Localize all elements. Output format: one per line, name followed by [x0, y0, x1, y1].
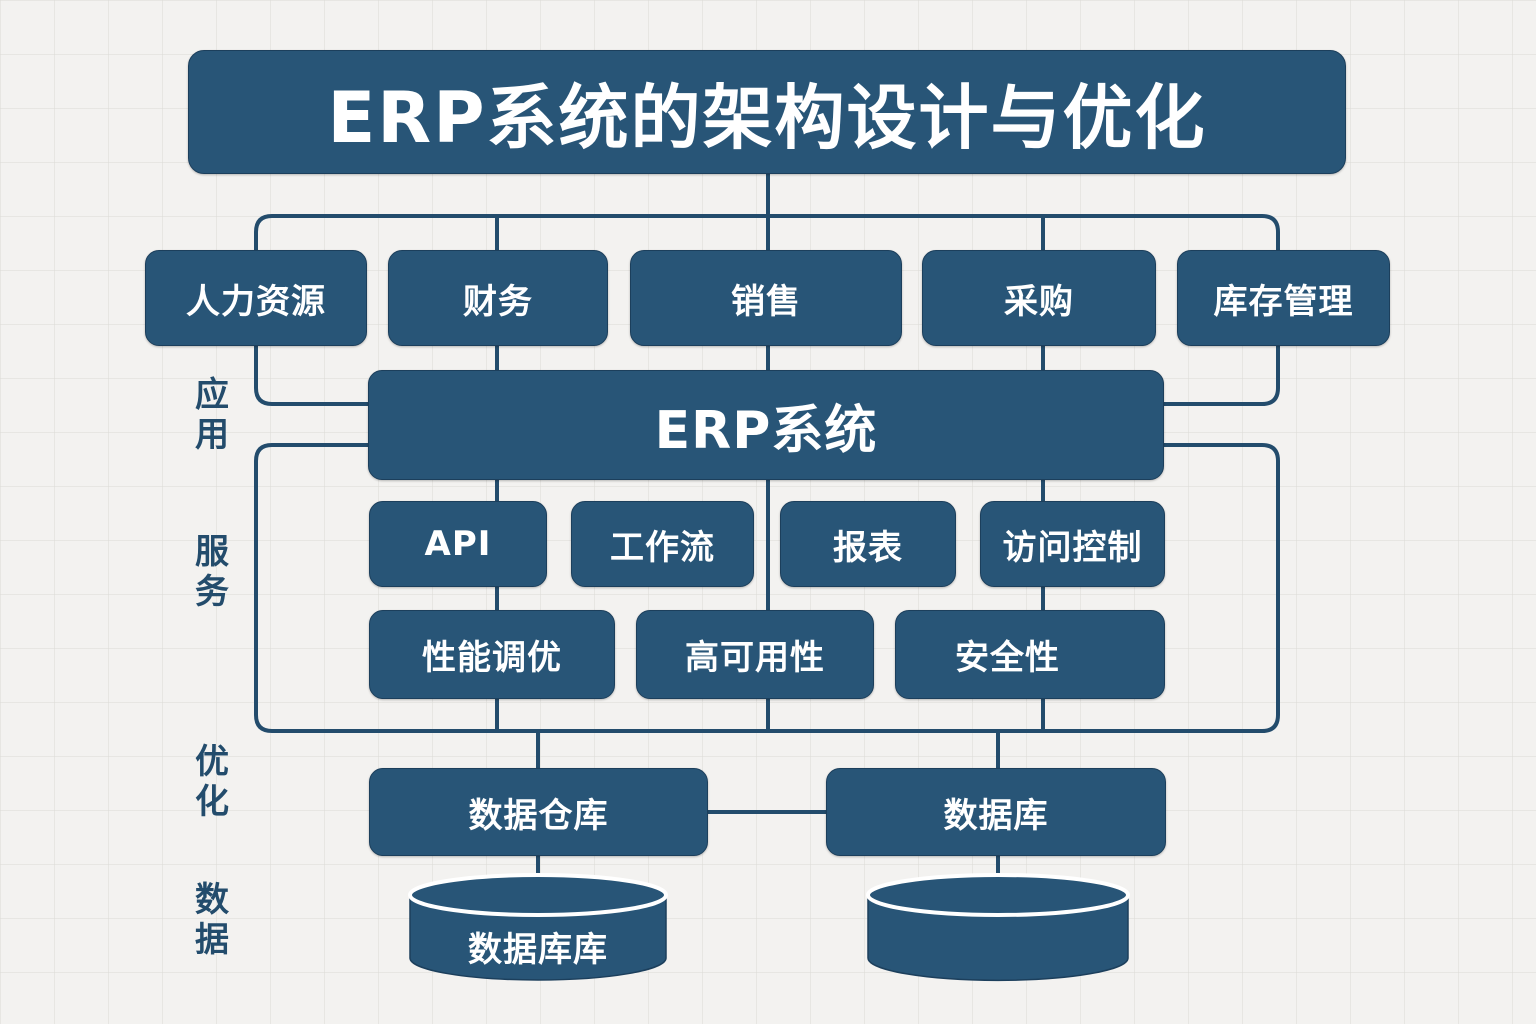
- side-label-optimization: 优化: [195, 742, 229, 822]
- diagram-title: ERP系统的架构设计与优化: [188, 50, 1346, 174]
- opt-performance[interactable]: 性能调优: [369, 610, 615, 699]
- service-api-label: API: [424, 524, 492, 564]
- database-box[interactable]: 数据库: [826, 768, 1166, 856]
- service-access-control[interactable]: 访问控制: [980, 501, 1165, 587]
- cylinder-left-label: 数据库库: [468, 930, 608, 970]
- side-label-services: 服务: [195, 532, 229, 612]
- module-inventory[interactable]: 库存管理: [1177, 250, 1390, 346]
- opt-security-label: 安全性: [955, 638, 1060, 678]
- opt-performance-label: 性能调优: [422, 638, 562, 678]
- erp-core-label: ERP系统: [654, 400, 878, 461]
- database-box-label: 数据库: [943, 795, 1049, 836]
- side-label-application: 应用: [195, 375, 229, 455]
- module-inventory-label: 库存管理: [1213, 281, 1354, 322]
- opt-security[interactable]: 安全性: [895, 610, 1165, 699]
- module-finance[interactable]: 财务: [388, 250, 608, 346]
- service-reports-label: 报表: [833, 527, 903, 568]
- connector-top-bus: [254, 214, 1280, 250]
- opt-high-availability-label: 高可用性: [685, 638, 825, 678]
- module-finance-label: 财务: [463, 281, 533, 322]
- module-hr[interactable]: 人力资源: [145, 250, 367, 346]
- connector-hr-erp: [254, 345, 370, 406]
- connector-inventory-erp: [1164, 345, 1280, 406]
- service-workflow[interactable]: 工作流: [571, 501, 754, 587]
- service-access-control-label: 访问控制: [1002, 527, 1143, 568]
- module-sales[interactable]: 销售: [630, 250, 902, 346]
- data-warehouse[interactable]: 数据仓库: [369, 768, 708, 856]
- module-sales-label: 销售: [731, 281, 801, 322]
- module-purchase[interactable]: 采购: [922, 250, 1156, 346]
- service-reports[interactable]: 报表: [780, 501, 956, 587]
- database-cylinder-right: [866, 873, 1130, 982]
- diagram-title-text: ERP系统的架构设计与优化: [327, 76, 1207, 159]
- service-workflow-label: 工作流: [610, 527, 715, 568]
- service-api[interactable]: API: [369, 501, 547, 587]
- module-purchase-label: 采购: [1004, 281, 1074, 322]
- opt-high-availability[interactable]: 高可用性: [636, 610, 874, 699]
- module-hr-label: 人力资源: [186, 281, 326, 322]
- erp-core[interactable]: ERP系统: [368, 370, 1164, 480]
- side-label-data: 数据: [195, 880, 229, 960]
- data-warehouse-label: 数据仓库: [468, 795, 609, 836]
- database-cylinder-left: [408, 873, 668, 981]
